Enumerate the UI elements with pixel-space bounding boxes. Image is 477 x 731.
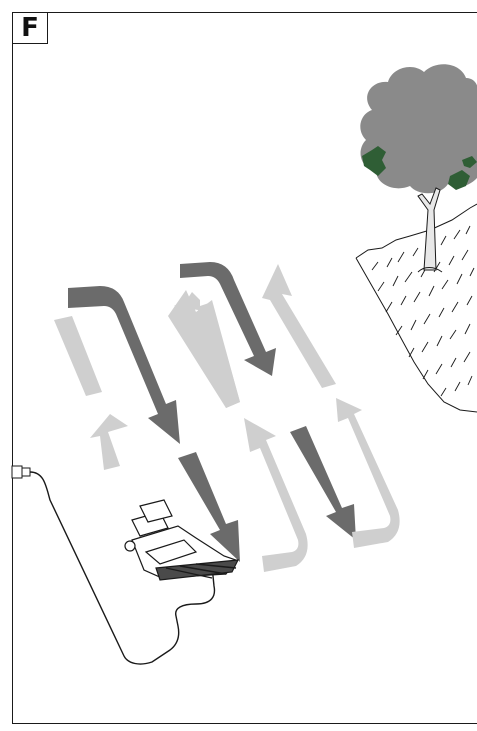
bush-left [362,146,386,176]
arrow-light-strip [54,316,102,396]
figure-label: F [12,12,48,44]
power-cable [29,471,216,665]
arrow-light-5 [336,398,400,548]
bush-right [448,170,470,190]
arrow-light-3 [262,264,336,388]
arrow-dark-1 [68,286,180,444]
figure-frame [12,12,477,724]
tree-canopy [360,64,477,194]
arrow-light-4 [244,418,308,572]
mowing-arrows [54,262,400,572]
lawn-mower-icon [124,499,240,581]
arrow-dark-2 [180,262,276,376]
tree-icon [360,64,477,273]
arrow-dark-4 [290,426,356,540]
tree-trunk [417,187,441,271]
arrow-dark-3 [178,452,240,562]
arrow-light-1 [90,414,128,470]
bush-right-top [462,156,477,168]
grass-patch [355,203,477,413]
power-plug-icon [11,465,31,479]
